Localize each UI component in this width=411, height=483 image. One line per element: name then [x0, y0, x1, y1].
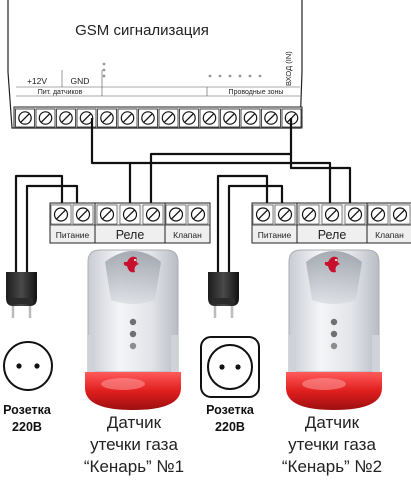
wire-plug2-b: [227, 184, 284, 280]
relay-terminal-screw: [370, 207, 386, 222]
relay-terminal-screw: [301, 207, 317, 222]
relay-block-2: Питание Реле Клапан: [251, 202, 411, 244]
kenar-logo-icon: [123, 256, 139, 273]
label-power-sensors: Пит. датчиков: [38, 89, 83, 96]
gsm-terminal-screw: [161, 111, 176, 125]
gsm-panel: GSM сигнализация +12V GND Пит. датчиков …: [7, 0, 303, 129]
socket-1-label-line2: 220В: [12, 420, 42, 434]
gas-detector-1: [85, 249, 181, 410]
detector-siren: [85, 372, 181, 410]
socket-1-label-line1: Розетка: [3, 403, 52, 417]
detector-1-line3: “Кенарь” №1: [84, 457, 184, 476]
wire-plug2-a: [216, 174, 269, 280]
wires: [14, 118, 352, 280]
gsm-terminal-strip: [13, 106, 303, 129]
label-12v: +12V: [27, 76, 47, 86]
detector-led: [330, 318, 338, 326]
gsm-terminal-screw: [79, 111, 94, 125]
gsm-terminal-screw: [18, 111, 32, 125]
detector-1-line2: утечки газа: [90, 435, 178, 454]
relay-terminal-screw: [53, 207, 69, 222]
plug-1: [6, 272, 37, 318]
wire-input-to-relay2: [289, 154, 352, 205]
gsm-terminal-screw: [264, 111, 278, 125]
gsm-terminal-screw: [223, 111, 237, 125]
socket-2: [200, 336, 260, 398]
label-wired-zones: Проводные зоны: [229, 89, 284, 96]
label-input: ВХОД (IN): [284, 51, 293, 86]
relay-terminal-screw: [122, 207, 138, 222]
relay-terminal-screw: [277, 207, 293, 222]
relay-terminal-screw: [324, 207, 340, 222]
detector-led: [129, 342, 137, 350]
gsm-terminal-screw: [120, 111, 135, 125]
wire-gnd-to-relay1: [90, 118, 132, 205]
gsm-terminal-screw: [59, 111, 73, 125]
wire-gnd-to-relay2: [130, 161, 332, 205]
detector-led: [129, 330, 137, 338]
relay-label-valve: Клапан: [375, 230, 404, 240]
detector-2-line1: Датчик: [305, 413, 360, 432]
detector-led: [330, 330, 338, 338]
wire-input-to-relay1: [149, 118, 293, 205]
gsm-title: GSM сигнализация: [75, 22, 209, 39]
relay-label-power: Питание: [258, 230, 292, 240]
wire-plug1-a: [14, 174, 64, 280]
detector-visor: [105, 251, 161, 304]
relay-label-relay: Реле: [116, 228, 145, 242]
gsm-terminal-screw: [38, 111, 53, 125]
relay-terminal-screw: [75, 207, 91, 222]
relay-terminal-screw: [145, 207, 161, 222]
detector-visor: [306, 251, 362, 304]
detector-2-line2: утечки газа: [288, 435, 376, 454]
relay-terminal-screw: [255, 207, 271, 222]
relay-terminal-screw: [99, 207, 115, 222]
gas-detector-2: [286, 249, 382, 410]
relay-terminal-screw: [392, 207, 408, 222]
relay-label-valve: Клапан: [173, 230, 202, 240]
gsm-terminal-screw: [182, 111, 196, 125]
detector-1-line1: Датчик: [107, 413, 162, 432]
socket-2-label-line2: 220В: [215, 420, 245, 434]
relay-terminal-screw: [168, 207, 184, 222]
label-gnd: GND: [71, 76, 90, 86]
gsm-terminal-screw: [243, 111, 258, 125]
relay-terminal-screw: [347, 207, 363, 222]
relay-block-1: Питание Реле Клапан: [49, 202, 211, 244]
socket-1: [3, 341, 53, 391]
detector-siren: [286, 372, 382, 410]
detector-led: [330, 342, 338, 350]
gsm-terminal-screw: [100, 111, 114, 125]
relay-terminal-screw: [190, 207, 206, 222]
relay-label-power: Питание: [56, 230, 90, 240]
plug-2: [208, 272, 239, 318]
kenar-logo-icon: [324, 256, 340, 273]
detector-led: [129, 318, 137, 326]
socket-2-label-line1: Розетка: [206, 403, 255, 417]
relay-label-relay: Реле: [318, 228, 347, 242]
gsm-terminal-screw: [141, 111, 155, 125]
gsm-terminal-screw: [202, 111, 217, 125]
detector-2-line3: “Кенарь” №2: [282, 457, 382, 476]
wire-plug1-b: [25, 184, 79, 280]
